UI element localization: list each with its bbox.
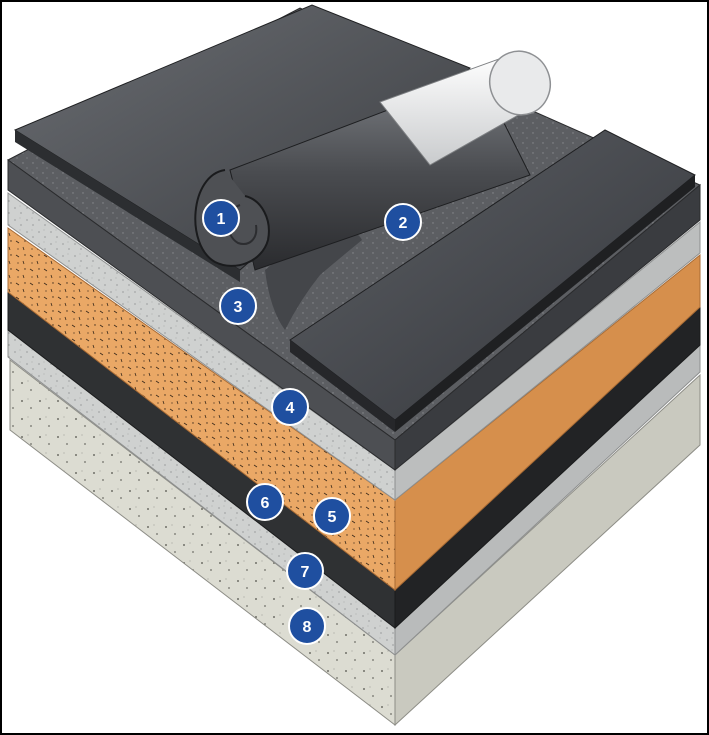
callout-badges: 1 2 3 4 5 6 7 8 bbox=[202, 199, 422, 645]
insulation-layer bbox=[7, 227, 701, 592]
callout-3: 3 bbox=[219, 287, 257, 325]
callout-4: 4 bbox=[271, 388, 309, 426]
callout-5: 5 bbox=[313, 497, 351, 535]
callout-8-label: 8 bbox=[303, 619, 312, 636]
membrane-top-sheet bbox=[13, 4, 471, 282]
callout-7-label: 7 bbox=[301, 564, 310, 581]
callout-8: 8 bbox=[288, 607, 326, 645]
layer-number-badge-icon bbox=[246, 483, 284, 521]
callout-5-label: 5 bbox=[328, 509, 337, 526]
callout-1-label: 1 bbox=[217, 211, 226, 228]
callout-2-label: 2 bbox=[399, 215, 408, 232]
layer-number-badge-icon bbox=[202, 199, 240, 237]
callout-6-label: 6 bbox=[261, 495, 270, 512]
layer-number-badge-icon bbox=[219, 287, 257, 325]
callout-4-label: 4 bbox=[286, 400, 295, 417]
layer-number-badge-icon bbox=[271, 388, 309, 426]
callout-1: 1 bbox=[202, 199, 240, 237]
layer-number-badge-icon bbox=[286, 552, 324, 590]
callout-2: 2 bbox=[384, 203, 422, 241]
callout-7: 7 bbox=[286, 552, 324, 590]
callout-6: 6 bbox=[246, 483, 284, 521]
layer-number-badge-icon bbox=[313, 497, 351, 535]
layer-number-badge-icon bbox=[288, 607, 326, 645]
callout-3-label: 3 bbox=[234, 299, 243, 316]
layer-number-badge-icon bbox=[384, 203, 422, 241]
